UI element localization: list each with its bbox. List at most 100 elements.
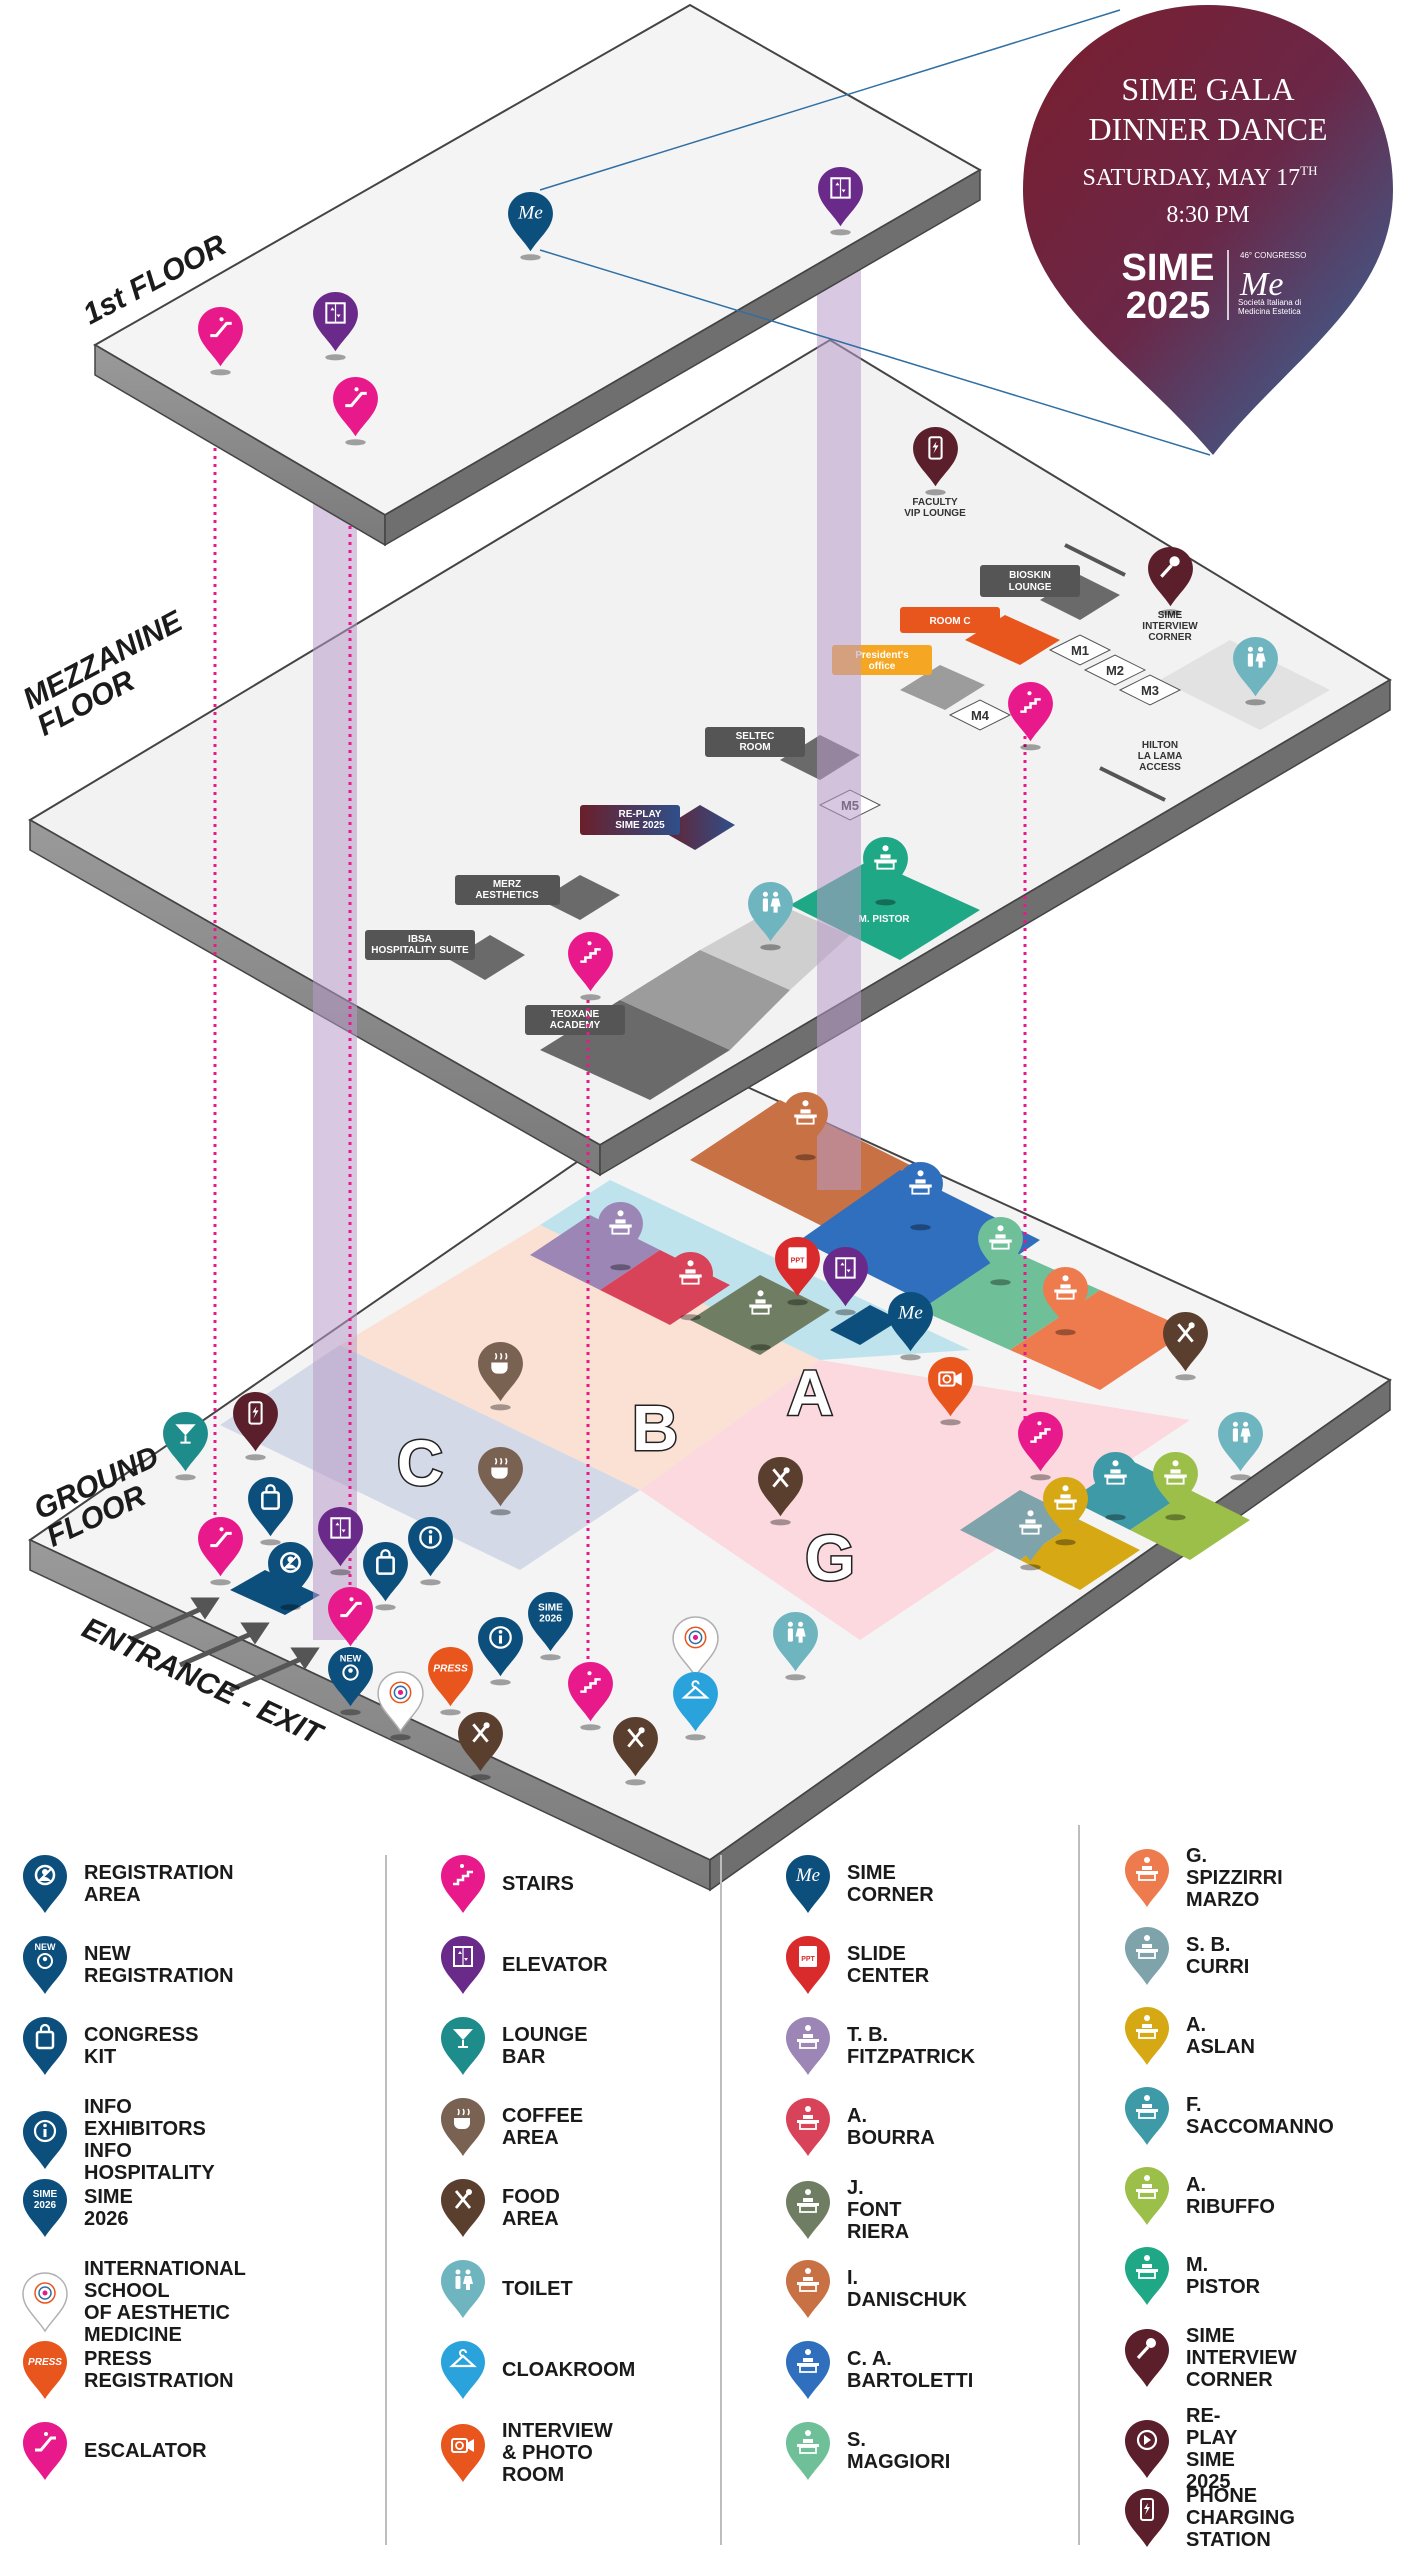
- lecture-icon: [786, 2098, 830, 2156]
- map-food-icon: [458, 1712, 503, 1781]
- legend-item-escalator: ESCALATOR: [20, 2420, 207, 2482]
- legend-label: CONGRESS KIT: [84, 2024, 199, 2068]
- zone-a-label: A: [787, 1357, 833, 1429]
- legend-item-slide-center: PPT SLIDE CENTER: [783, 1934, 929, 1996]
- map-info-icon: [408, 1517, 453, 1586]
- map-slide-icon: PPT: [775, 1237, 820, 1306]
- lecture-icon: [1125, 2247, 1169, 2305]
- legend-item-a-bourra: A. BOURRA: [783, 2096, 935, 2158]
- legend-divider-1: [385, 1855, 387, 2545]
- room-aslan: [1020, 1520, 1140, 1590]
- legend-divider-3: [1078, 1825, 1080, 2545]
- school-icon: [22, 2272, 68, 2333]
- legend-label: J. FONT RIERA: [847, 2177, 910, 2243]
- toilet-area-mezz: [1160, 640, 1330, 730]
- hanger-icon: [441, 2341, 485, 2399]
- map-lecture-icon: [598, 1202, 643, 1271]
- svg-text:PPT: PPT: [801, 1956, 815, 1963]
- registration-desk: [230, 1570, 320, 1615]
- svg-text:SIME: SIME: [33, 2189, 58, 2200]
- room-spizzirri: [1010, 1290, 1190, 1390]
- legend-item-sime-interview-corner: SIME INTERVIEW CORNER: [1122, 2325, 1297, 2391]
- food-icon: [441, 2179, 485, 2237]
- me-icon: Me: [786, 1855, 830, 1913]
- map-stairs-icon: [1018, 1412, 1063, 1481]
- legend-label: PRESS REGISTRATION: [84, 2348, 234, 2392]
- legend-label: G. SPIZZIRRI MARZO: [1186, 1845, 1283, 1911]
- gala-brand: SIME: [1122, 247, 1215, 289]
- lecture-icon: [1125, 2007, 1169, 2065]
- legend-label: SLIDE CENTER: [847, 1943, 930, 1987]
- map-bag-icon: [248, 1477, 293, 1546]
- legend-item-elevator: ELEVATOR: [438, 1934, 608, 1996]
- legend-item-c-a-bartoletti: C. A. BARTOLETTI: [783, 2339, 973, 2401]
- legend-item-i-danischuk: I. DANISCHUK: [783, 2258, 967, 2320]
- room-m4-grey: [900, 665, 985, 710]
- legend-label: ELEVATOR: [502, 1954, 608, 1976]
- map-lecture-icon: [1043, 1477, 1088, 1546]
- zone-c-label: C: [397, 1427, 443, 1499]
- map-elevator-icon: [318, 1507, 363, 1576]
- gala-congress: 46° CONGRESSO: [1240, 251, 1306, 260]
- legend-label: TOILET: [502, 2278, 573, 2300]
- legend-label: PHONE CHARGING STATION: [1186, 2485, 1295, 2551]
- map-lecture-icon: [898, 1162, 943, 1231]
- legend-item-j-font-riera: J. FONT RIERA: [783, 2177, 909, 2243]
- lecture-icon: [1125, 2087, 1169, 2145]
- map-toilet-icon: [773, 1612, 818, 1681]
- map-stairs-icon: [1008, 682, 1053, 751]
- legend-label: NEW REGISTRATION: [84, 1943, 234, 1987]
- svg-text:PRESS: PRESS: [28, 2357, 62, 2368]
- lecture-icon: [786, 2181, 830, 2239]
- legend-item-a-ribuffo: A. RIBUFFO: [1122, 2165, 1275, 2227]
- gala-society: Società Italiana di Medicina Estetica: [1238, 298, 1302, 316]
- legend-label: FOOD AREA: [502, 2186, 560, 2230]
- legend-label: COFFEE AREA: [502, 2105, 584, 2149]
- sime-corner-floor: [830, 1305, 900, 1345]
- legend-label: INFO EXHIBITORS INFO HOSPITALITY: [84, 2096, 215, 2184]
- legend-item-info-exhibitors-info-hospitality: INFO EXHIBITORS INFO HOSPITALITY: [20, 2096, 215, 2184]
- slide-icon: PPT: [786, 1936, 830, 1994]
- lecture-icon: [786, 2422, 830, 2480]
- legend-label: S. MAGGIORI: [847, 2429, 951, 2473]
- legend-label: INTERNATIONAL SCHOOL OF AESTHETIC MEDICI…: [84, 2258, 246, 2346]
- map-food-icon: [613, 1717, 658, 1786]
- legend-item-coffee-area: COFFEE AREA: [438, 2096, 583, 2158]
- svg-text:Me: Me: [795, 1865, 820, 1886]
- legend-item-f-saccomanno: F. SACCOMANNO: [1122, 2085, 1334, 2147]
- map-lecture-icon: [978, 1217, 1023, 1286]
- room-replay: [660, 805, 735, 850]
- toilet-icon: [441, 2260, 485, 2318]
- svg-text:Me: Me: [897, 1303, 923, 1324]
- map-escalator-icon: [198, 307, 243, 376]
- legend-item-congress-kit: CONGRESS KIT: [20, 2015, 198, 2077]
- map-lecture-icon: [1153, 1452, 1198, 1521]
- legend-item-new-registration: NEW NEW REGISTRATION: [20, 1934, 234, 1996]
- map-lecture-icon: [1008, 1502, 1053, 1571]
- gala-date: SATURDAY, MAY 17TH: [1083, 163, 1318, 191]
- gala-dinner-balloon: SIME GALA DINNER DANCE SATURDAY, MAY 17T…: [1023, 5, 1393, 455]
- legend-label: A. BOURRA: [847, 2105, 935, 2149]
- gala-logo: Me: [1239, 266, 1283, 303]
- map-camera-icon: [928, 1357, 973, 1426]
- new-registration-icon: NEW: [23, 1936, 67, 1994]
- map-info-icon: [478, 1617, 523, 1686]
- svg-text:PRESS: PRESS: [433, 1664, 468, 1675]
- elevator-shafts: [313, 200, 861, 1640]
- replay-icon: [1125, 2420, 1169, 2478]
- map-press-icon: PRESS: [428, 1647, 473, 1716]
- room-grey-1: [620, 950, 790, 1050]
- map-cocktail-icon: [163, 1412, 208, 1481]
- m3-label: M3: [1141, 683, 1159, 698]
- svg-text:SIME: SIME: [538, 1602, 563, 1613]
- escalator-icon: [23, 2422, 67, 2480]
- legend-label: T. B. FITZPATRICK: [847, 2024, 976, 2068]
